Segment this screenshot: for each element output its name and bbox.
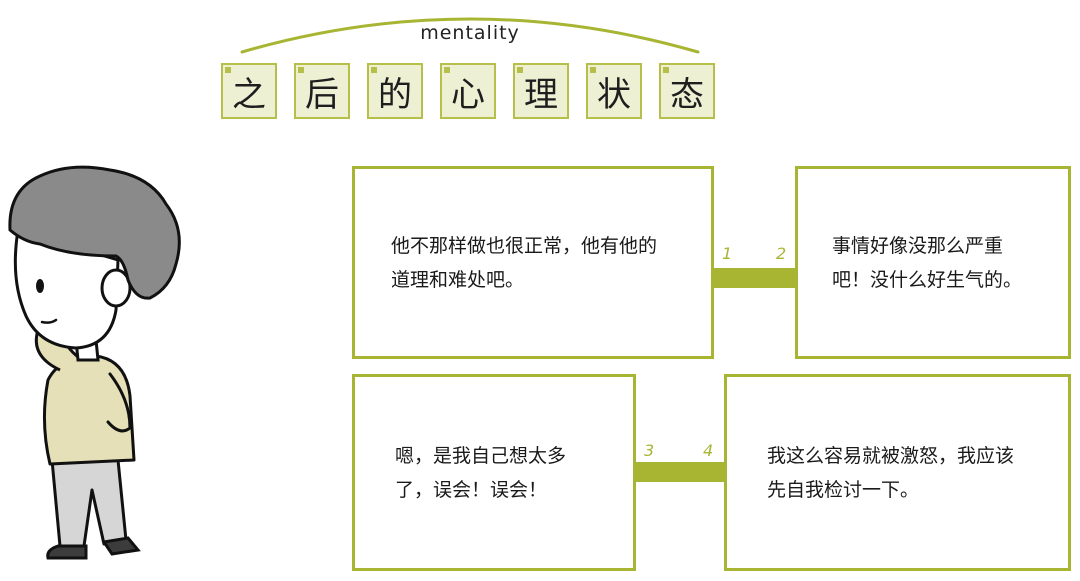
connector-bar-3-4 [634,462,726,482]
thought-card-text: 嗯，是我自己想太多了，误会！误会！ [395,444,567,501]
card-number: 2 [776,244,787,263]
title-char-tile: 状 [586,63,642,119]
thought-card-text: 事情好像没那么严重吧！没什么好生气的。 [832,234,1023,291]
card-number: 1 [722,244,733,263]
thought-card-2: 事情好像没那么严重吧！没什么好生气的。 [795,166,1071,359]
title-char-tile: 之 [221,63,277,119]
card-number: 4 [703,441,714,460]
title-char-tile: 的 [367,63,423,119]
thought-card-text: 我这么容易就被激怒，我应该先自我检讨一下。 [767,444,1015,501]
title-arc [240,17,700,54]
title-char-tile: 态 [659,63,715,119]
title-char-tile: 心 [440,63,496,119]
thought-card-4: 我这么容易就被激怒，我应该先自我检讨一下。 [724,374,1071,571]
boy-illustration [8,165,181,560]
title-char-tile: 理 [513,63,569,119]
title-char-tile: 后 [294,63,350,119]
connector-bar-1-2 [712,268,798,288]
card-number: 3 [644,441,655,460]
thought-card-1: 他不那样做也很正常，他有他的道理和难处吧。 [352,166,714,359]
thought-card-text: 他不那样做也很正常，他有他的道理和难处吧。 [391,234,658,291]
thought-card-3: 嗯，是我自己想太多了，误会！误会！ [352,374,636,571]
subtitle-mentality: mentality [420,22,520,44]
